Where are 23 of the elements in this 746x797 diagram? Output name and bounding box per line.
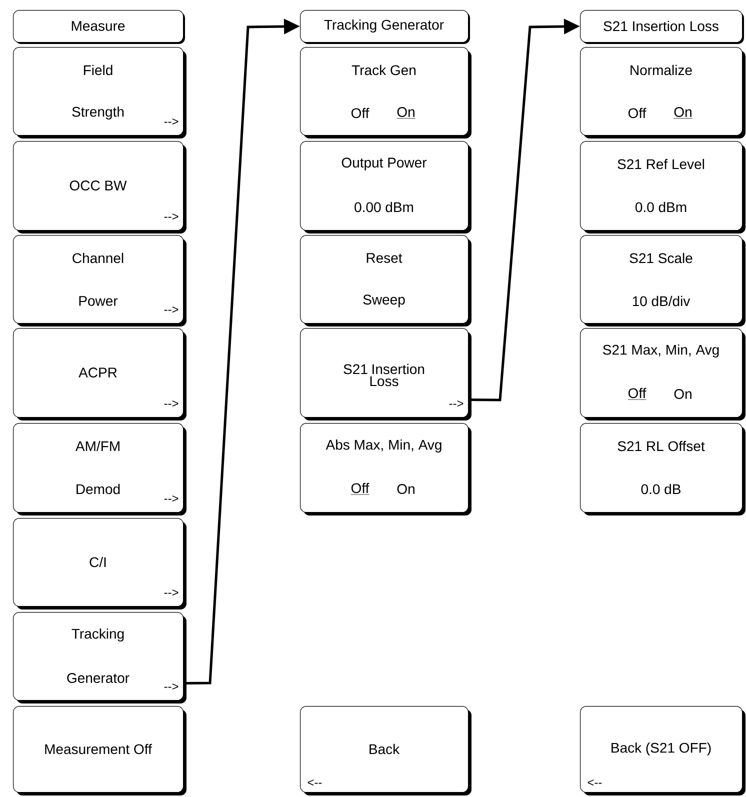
softkey-button: Reset Sweep xyxy=(300,235,472,326)
softkey-button: Channel Power --> xyxy=(13,235,186,326)
softkey-button: S21 Max, Min, Avg Off On xyxy=(580,328,746,420)
softkey-button: Tracking Generator --> xyxy=(13,612,186,704)
menu-title-box: Measure xyxy=(13,10,185,44)
softkey-button: S21 RL Offset 0.0 dB xyxy=(580,423,746,516)
softkey-button: Abs Max, Min, Avg Off On xyxy=(300,423,472,516)
softkey-button: Back <-- xyxy=(300,706,472,796)
softkey-button: Output Power 0.00 dBm xyxy=(300,141,472,234)
softkey-button: AM/FM Demod --> xyxy=(13,423,186,516)
softkey-button: Back (S21 OFF) <-- xyxy=(580,706,746,796)
softkey-button: Measurement Off xyxy=(13,706,186,796)
softkey-button: Normalize Off On xyxy=(580,47,746,138)
softkey-button: S21 Ref Level 0.0 dBm xyxy=(580,141,746,234)
softkey-button: S21 Insertion Loss --> xyxy=(300,328,472,420)
softkey-button: Field Strength --> xyxy=(13,47,186,138)
softkey-button: OCC BW --> xyxy=(13,141,186,234)
menu-title-box: S21 Insertion Loss xyxy=(580,10,744,44)
softkey-button: Track Gen Off On xyxy=(300,47,472,138)
softkey-button: ACPR --> xyxy=(13,328,186,420)
softkey-button: C/I --> xyxy=(13,518,186,610)
menu-title-box: Tracking Generator xyxy=(300,10,470,44)
softkey-button: S21 Scale 10 dB/div xyxy=(580,235,746,326)
